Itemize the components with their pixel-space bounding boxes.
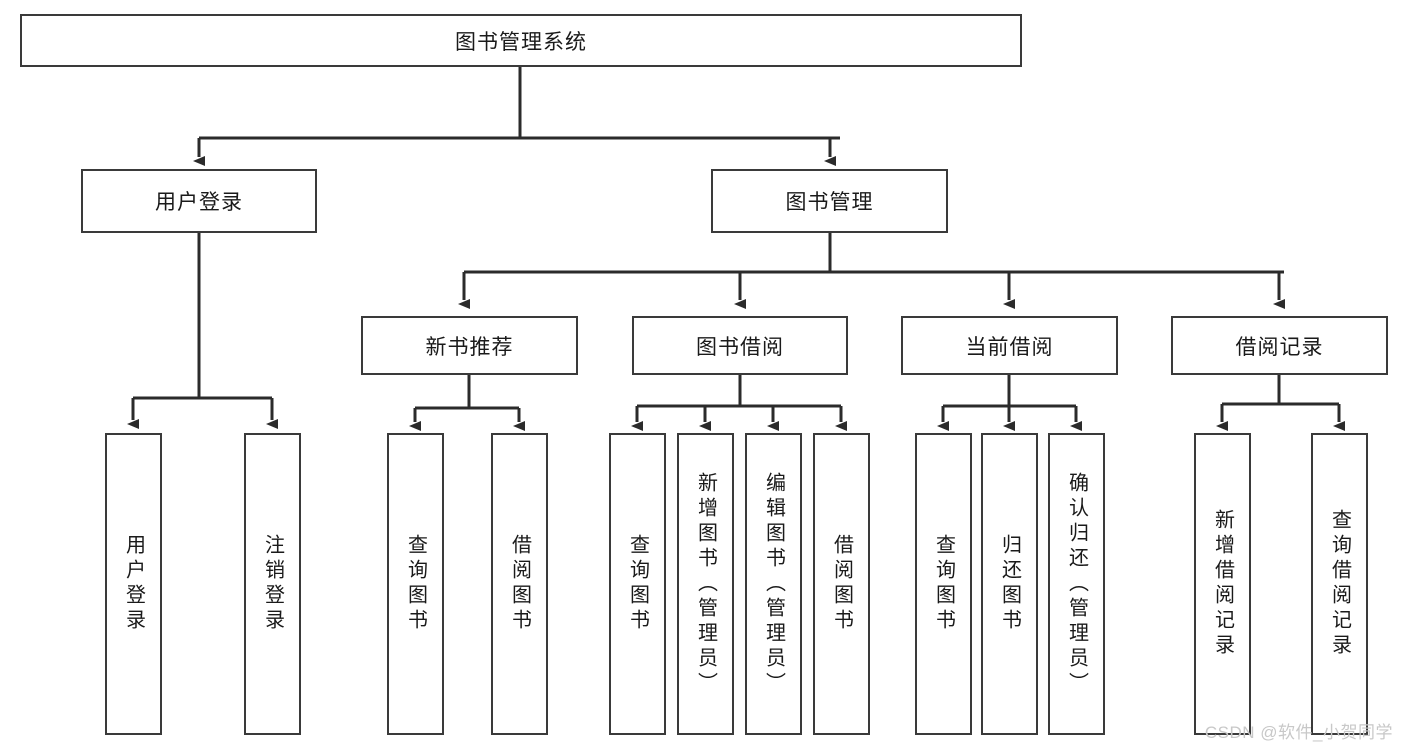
node-new-book-recommend-label: 新书推荐: [425, 335, 514, 359]
leaf-query-record-label: 查询借阅记录: [1328, 509, 1351, 659]
node-book-borrow[interactable]: 图书借阅: [632, 316, 848, 375]
leaf-query-book-3[interactable]: 查询图书: [915, 433, 972, 735]
node-current-borrow-label: 当前借阅: [965, 335, 1054, 359]
leaf-borrow-book-2[interactable]: 借阅图书: [813, 433, 870, 735]
leaf-add-record-label: 新增借阅记录: [1211, 509, 1234, 659]
node-book-management-label: 图书管理: [785, 191, 874, 214]
node-root[interactable]: 图书管理系统: [20, 14, 1022, 67]
node-book-management[interactable]: 图书管理: [711, 169, 948, 233]
leaf-user-logout-label: 注销登录: [261, 534, 284, 634]
leaf-confirm-return[interactable]: 确认归还（管理员）: [1048, 433, 1105, 735]
leaf-add-book[interactable]: 新增图书（管理员）: [677, 433, 734, 735]
leaf-query-book-2-label: 查询图书: [626, 534, 649, 634]
node-borrow-record-label: 借阅记录: [1235, 335, 1324, 359]
leaf-add-record[interactable]: 新增借阅记录: [1194, 433, 1251, 735]
leaf-user-login[interactable]: 用户登录: [105, 433, 162, 735]
node-user-login[interactable]: 用户登录: [81, 169, 317, 233]
node-book-borrow-label: 图书借阅: [696, 335, 784, 359]
leaf-query-book-1-label: 查询图书: [404, 534, 427, 634]
leaf-borrow-book-1-label: 借阅图书: [508, 534, 531, 634]
leaf-edit-book[interactable]: 编辑图书（管理员）: [745, 433, 802, 735]
leaf-query-book-1[interactable]: 查询图书: [387, 433, 444, 735]
node-current-borrow[interactable]: 当前借阅: [901, 316, 1118, 375]
leaf-user-login-label: 用户登录: [122, 534, 145, 634]
leaf-add-book-label: 新增图书（管理员）: [694, 471, 717, 697]
leaf-return-book-label: 归还图书: [998, 534, 1021, 634]
node-borrow-record[interactable]: 借阅记录: [1171, 316, 1388, 375]
leaf-borrow-book-1[interactable]: 借阅图书: [491, 433, 548, 735]
leaf-query-book-2[interactable]: 查询图书: [609, 433, 666, 735]
leaf-user-logout[interactable]: 注销登录: [244, 433, 301, 735]
leaf-query-record[interactable]: 查询借阅记录: [1311, 433, 1368, 735]
leaf-return-book[interactable]: 归还图书: [981, 433, 1038, 735]
leaf-query-book-3-label: 查询图书: [932, 534, 955, 634]
watermark: CSDN @软件_小贺同学: [1204, 723, 1393, 742]
node-new-book-recommend[interactable]: 新书推荐: [361, 316, 578, 375]
node-user-login-label: 用户登录: [155, 191, 243, 214]
leaf-confirm-return-label: 确认归还（管理员）: [1065, 471, 1088, 697]
leaf-borrow-book-2-label: 借阅图书: [830, 534, 853, 634]
node-root-label: 图书管理系统: [455, 30, 587, 54]
leaf-edit-book-label: 编辑图书（管理员）: [762, 471, 785, 697]
